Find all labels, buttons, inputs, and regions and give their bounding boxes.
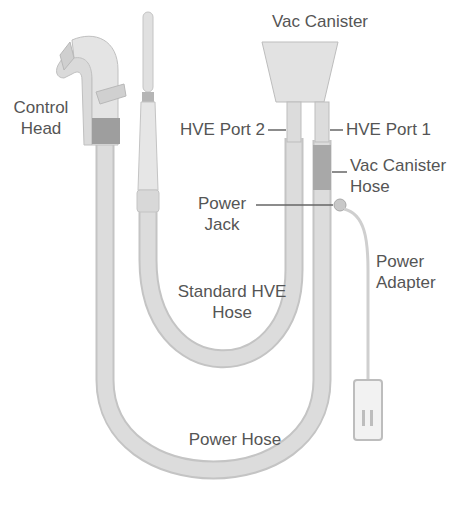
leader-line xyxy=(256,204,333,206)
leader-line xyxy=(268,129,286,131)
port-label: HVE Port 1 xyxy=(346,120,466,141)
part-label: Power Adapter xyxy=(376,252,468,293)
adapter-cord xyxy=(344,209,368,380)
hve-hose-fill xyxy=(148,138,294,359)
part-label: Vac Canister xyxy=(250,12,390,33)
port-label: HVE Port 2 xyxy=(150,120,265,141)
leader-line xyxy=(332,171,347,173)
control-head-nozzle xyxy=(60,42,74,70)
hve-connector xyxy=(137,190,159,212)
control-lever xyxy=(96,84,126,104)
hve-port-2 xyxy=(287,102,301,142)
part-label: Vac Canister Hose xyxy=(350,156,465,197)
hve-tip xyxy=(143,12,153,92)
part-label: Control Head xyxy=(6,98,76,139)
hose-label: Power Hose xyxy=(160,430,310,451)
leader-line xyxy=(330,129,343,131)
part-label: Power Jack xyxy=(192,194,252,235)
hve-hose xyxy=(148,138,294,359)
hve-handle xyxy=(138,102,158,190)
power-adapter xyxy=(354,380,382,440)
control-head-shell xyxy=(57,51,92,145)
adapter-pin xyxy=(370,410,373,426)
hve-port-1 xyxy=(315,102,329,142)
adapter-pin xyxy=(362,410,365,426)
hose-label: Standard HVE Hose xyxy=(172,282,292,323)
vac-canister xyxy=(262,42,338,102)
control-head-band xyxy=(92,118,120,144)
hve-band xyxy=(142,92,154,102)
vac-canister-hose xyxy=(313,145,331,190)
